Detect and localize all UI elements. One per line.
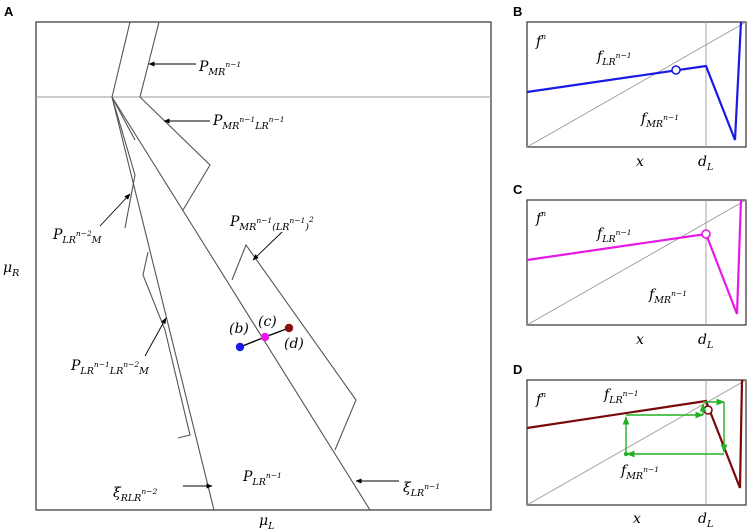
bifurcation-boundaries (111, 21, 371, 511)
panel-c-dl-label: dL (698, 332, 713, 351)
panel-d: D fn fLRn−1 fMRn−1 x dL (513, 362, 747, 530)
panel-d-dl-label: dL (698, 511, 713, 530)
panel-c-map-curve (526, 199, 743, 315)
point-c (260, 332, 270, 342)
panel-c-frame (526, 199, 747, 326)
region-label-p-mr-lr2: PMRn−1(LRn−1)2 (229, 214, 314, 233)
point-c-label: (c) (258, 314, 277, 330)
point-b (235, 342, 245, 352)
panel-c-letter: C (513, 182, 523, 197)
panel-b-dl-label: dL (698, 154, 713, 173)
panel-b-x-label: x (636, 154, 644, 170)
region-label-p-lr-lr-m: PLRn−1LRn−2M (70, 358, 149, 377)
panel-c-flr-label: fLRn−1 (596, 226, 632, 245)
panel-b-fmr-label: fMRn−1 (640, 111, 679, 130)
panel-d-fmr-label: fMRn−1 (620, 463, 659, 482)
region-label-p-mr: PMRn−1 (198, 59, 241, 78)
region-label-p-lr-m: PLRn−2M (52, 227, 102, 246)
panel-c-x-label: x (636, 332, 644, 348)
panel-d-flr-label: fLRn−1 (603, 387, 639, 406)
panel-b-letter: B (513, 4, 522, 19)
panel-b: B fn fLRn−1 fMRn−1 x dL (513, 4, 747, 173)
parameter-points: (b) (c) (d) (229, 314, 304, 352)
arrow-p-lr-m (99, 193, 131, 227)
panel-b-diagonal (526, 21, 747, 148)
point-b-label: (b) (229, 321, 249, 337)
panel-d-cobweb-start (623, 451, 629, 457)
panel-d-letter: D (513, 362, 522, 377)
panel-d-fixed-point (703, 405, 713, 415)
axis-label-mu-r: μR (3, 260, 19, 279)
point-d-label: (d) (284, 336, 304, 352)
panel-b-f-label: fn (535, 32, 546, 50)
arrow-p-lr-lr-m (144, 317, 167, 357)
panel-d-x-label: x (633, 511, 641, 527)
region-label-p-mr-lr: PMRn−1LRn−1 (212, 113, 285, 132)
panel-c-diagonal (526, 199, 747, 326)
panel-c-fmr-label: fMRn−1 (648, 287, 687, 306)
panel-c: C fn fLRn−1 fMRn−1 x dL (513, 182, 747, 351)
panel-d-frame (526, 379, 747, 506)
panel-d-f-label: fn (535, 390, 546, 408)
boundary-label-xi-rlr: ξRLRn−2 (113, 485, 157, 504)
panel-d-diagonal (526, 379, 747, 506)
region-label-p-lr: PLRn−1 (242, 469, 282, 488)
point-d (284, 323, 294, 333)
panel-c-fixed-point (701, 229, 711, 239)
axis-label-mu-l: μL (259, 513, 274, 532)
panel-a-frame (35, 21, 492, 511)
panel-d-cobweb (622, 398, 728, 458)
panel-b-frame (526, 21, 747, 148)
boundary-label-xi-lr: ξLRn−1 (403, 480, 440, 499)
panel-b-flr-label: fLRn−1 (596, 49, 632, 68)
panel-c-f-label: fn (535, 209, 546, 227)
panel-a-letter: A (4, 4, 14, 19)
panel-b-fixed-point (671, 65, 681, 75)
arrow-p-mr-lr2 (252, 231, 283, 261)
panel-a: A PMRn−1 PMRn−1LRn−1 PLRn−2M PMRn−1 (3, 4, 492, 532)
panel-b-map-curve (526, 21, 743, 141)
